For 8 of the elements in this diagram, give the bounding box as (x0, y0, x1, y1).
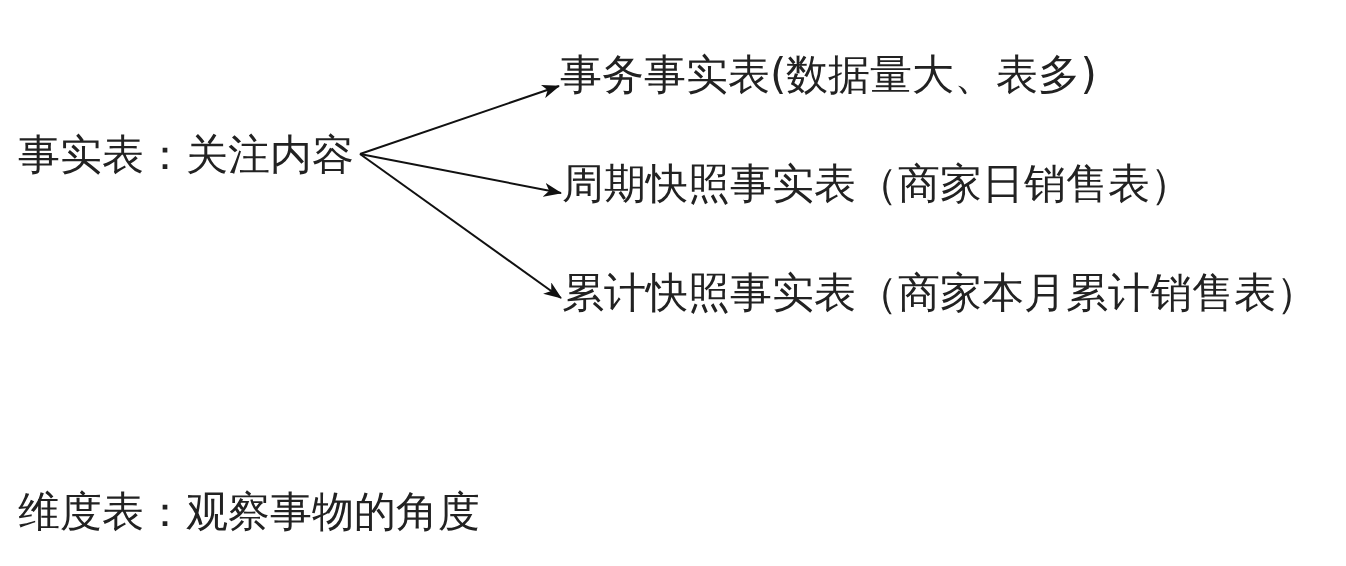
text-label: 累计快照事实表（商家本月累计销售表） (562, 271, 1318, 315)
arrow (359, 153, 562, 197)
text-label: 周期快照事实表（商家日销售表） (562, 162, 1192, 206)
text-label: 事实表：关注内容 (18, 133, 354, 177)
arrow (359, 153, 562, 299)
text-label: 事务事实表(数据量大、表多) (560, 53, 1097, 97)
text-label: 维度表：观察事物的角度 (18, 490, 480, 534)
arrow (359, 84, 560, 155)
